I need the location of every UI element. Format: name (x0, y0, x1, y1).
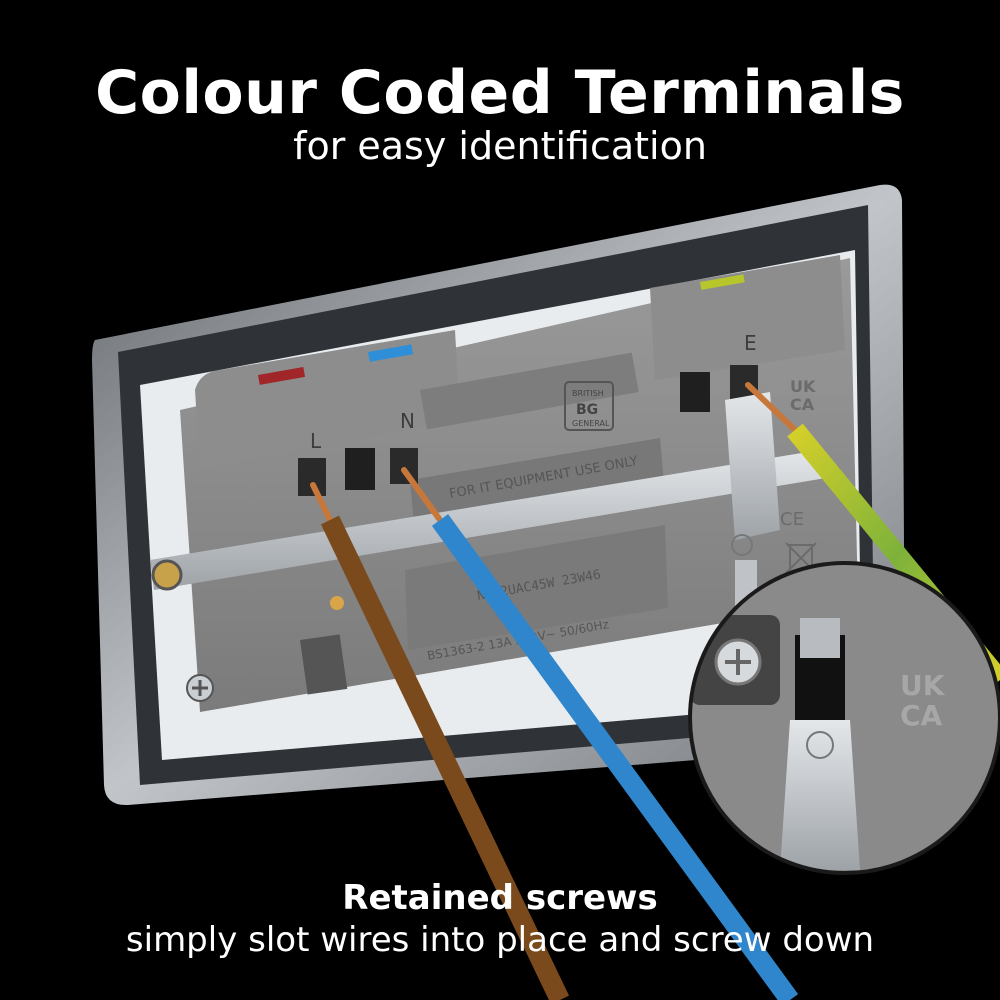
neutral-wire (431, 514, 799, 1000)
brand-line-1: BRITISH (572, 389, 604, 398)
neutral-colour-marker (368, 344, 414, 362)
live-terminal-label: L (310, 429, 322, 453)
brand-line-3: GENERAL (572, 419, 610, 428)
ukca-mark-top: UK (790, 377, 816, 396)
earth-colour-marker (700, 274, 745, 290)
live-wire (320, 515, 570, 1000)
ukca-mark-bottom: CA (790, 395, 815, 414)
headline-title: Colour Coded Terminals (95, 58, 905, 128)
live-terminal-hole (298, 458, 326, 496)
zoom-earth-symbol-icon (806, 731, 834, 759)
ce-mark: CE (780, 509, 804, 530)
neutral-terminal-label: N (400, 409, 415, 433)
brand-line-2: BG (576, 402, 598, 418)
bg-logo-icon: BRITISH BG GENERAL (564, 381, 614, 431)
earth-symbol-icon (731, 534, 753, 556)
neutral-copper-core (401, 467, 443, 523)
socket-body (180, 255, 858, 712)
earth-copper-core (745, 382, 798, 433)
live-colour-marker (258, 367, 306, 385)
caption-body: simply slot wires into place and screw d… (125, 920, 875, 960)
earth-terminal-label: E (744, 331, 757, 355)
zoom-inset: UK CA (688, 561, 1000, 875)
zoom-ukca-top: UK (900, 669, 946, 702)
zoom-ukca-bottom: CA (900, 699, 943, 732)
screw-icon (151, 559, 183, 591)
headline-subtitle: for easy identification (293, 124, 707, 168)
caption-title: Retained screws (342, 878, 658, 918)
live-copper-core (310, 482, 333, 523)
